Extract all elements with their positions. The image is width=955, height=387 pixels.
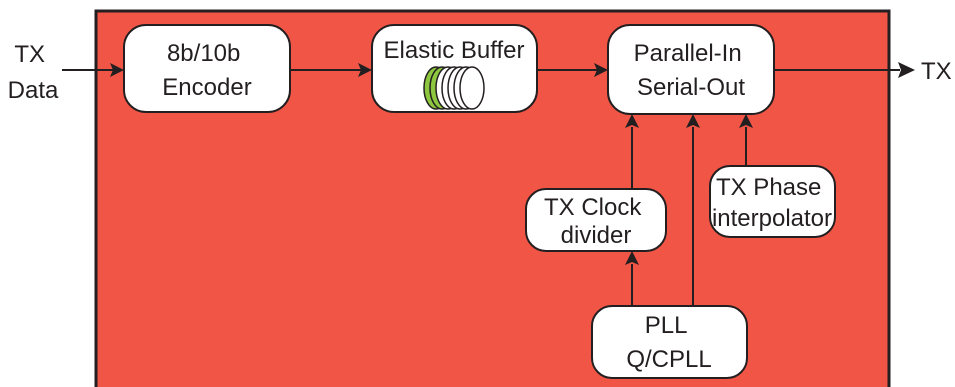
piso-label: Parallel-In Serial-Out xyxy=(634,40,749,101)
pll-to-piso-arrowhead xyxy=(686,114,700,128)
output-label: TX xyxy=(921,58,952,85)
buffer-to-piso-arrowhead xyxy=(594,63,608,77)
interpolator-to-piso-arrowhead xyxy=(739,114,753,128)
input-arrowhead xyxy=(110,63,124,77)
clock-divider-label: TX Clock divider xyxy=(544,194,648,249)
divider-to-piso-arrowhead xyxy=(625,114,639,128)
pll-to-divider-arrowhead xyxy=(625,251,639,265)
input-label: TX Data xyxy=(8,41,59,104)
phase-interpolator-block xyxy=(709,165,836,238)
encoder-to-buffer-arrowhead xyxy=(358,63,372,77)
output-arrowhead xyxy=(898,62,915,78)
phase-interpolator-label: TX Phase interpolator xyxy=(712,174,832,232)
pll-block xyxy=(591,305,748,379)
connections xyxy=(62,62,915,310)
clock-divider-block xyxy=(525,188,667,252)
fifo-stack-icon xyxy=(423,66,485,110)
encoder-block xyxy=(123,24,291,113)
elastic-buffer-label: Elastic Buffer xyxy=(384,37,525,64)
piso-block xyxy=(607,24,775,115)
pll-label: PLL Q/CPLL xyxy=(626,312,711,373)
encoder-label: 8b/10b Encoder xyxy=(162,40,251,101)
